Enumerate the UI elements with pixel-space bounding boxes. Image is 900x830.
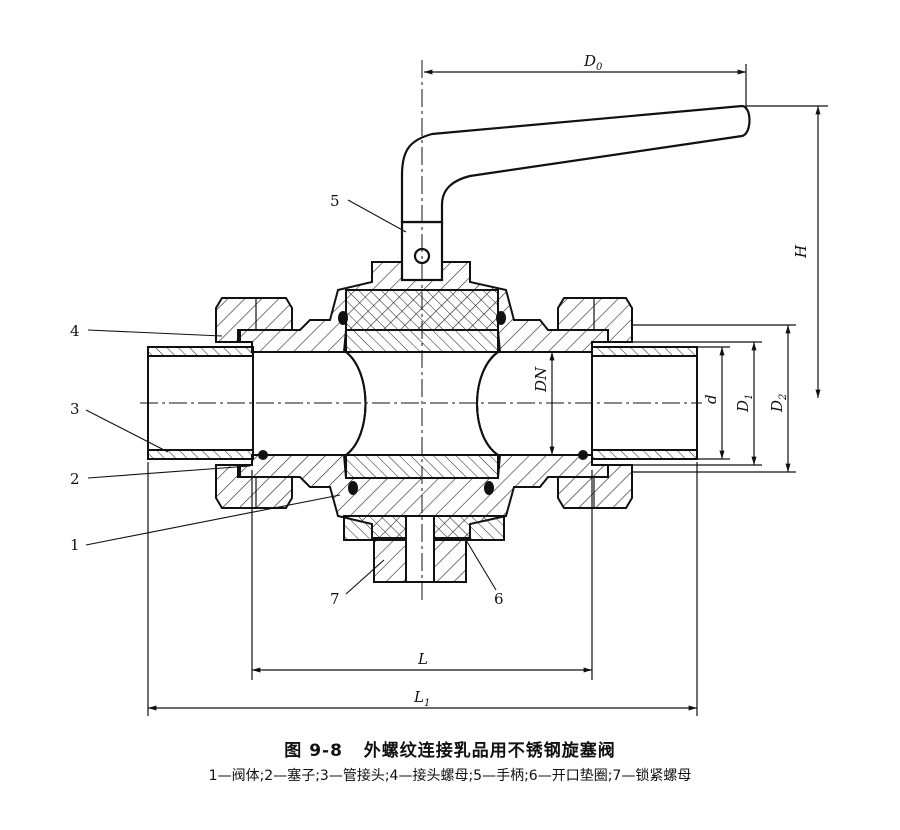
figure-legend: 1—阀体;2—塞子;3—管接头;4—接头螺母;5—手柄;6—开口垫圈;7—锁紧螺…: [208, 768, 692, 784]
figure-title: 外螺纹连接乳品用不锈钢旋塞阀: [363, 741, 616, 761]
valve-section-drawing: 5 4 3 2 1 7 6 D0 H DN d D1 D2 L L1: [70, 52, 828, 716]
dim-label-d: d: [702, 394, 720, 404]
leader-lines: [85, 199, 497, 595]
label-part-2: 2: [70, 470, 80, 488]
label-part-5: 5: [330, 192, 340, 210]
label-part-3: 3: [70, 400, 80, 418]
dim-label-DN: DN: [532, 366, 550, 393]
figure-caption: 图 9-8 外螺纹连接乳品用不锈钢旋塞阀: [0, 736, 900, 761]
dimension-lines: [147, 64, 828, 716]
center-lines: [140, 60, 702, 600]
label-part-1: 1: [70, 536, 80, 554]
label-part-7: 7: [330, 590, 340, 608]
split-washer-and-lock-nut: [343, 515, 505, 583]
label-part-6: 6: [494, 590, 504, 608]
figure-number: 图 9-8: [284, 741, 343, 761]
dim-label-L1: L1: [413, 688, 430, 709]
dim-label-L: L: [417, 650, 428, 668]
seal-rings: [258, 311, 588, 495]
dim-label-D2: D2: [768, 394, 789, 413]
dim-label-D1: D1: [734, 394, 755, 413]
dim-label-H: H: [792, 244, 810, 259]
dim-label-D0: D0: [583, 52, 603, 73]
label-part-4: 4: [70, 322, 80, 340]
handle: [400, 104, 751, 282]
